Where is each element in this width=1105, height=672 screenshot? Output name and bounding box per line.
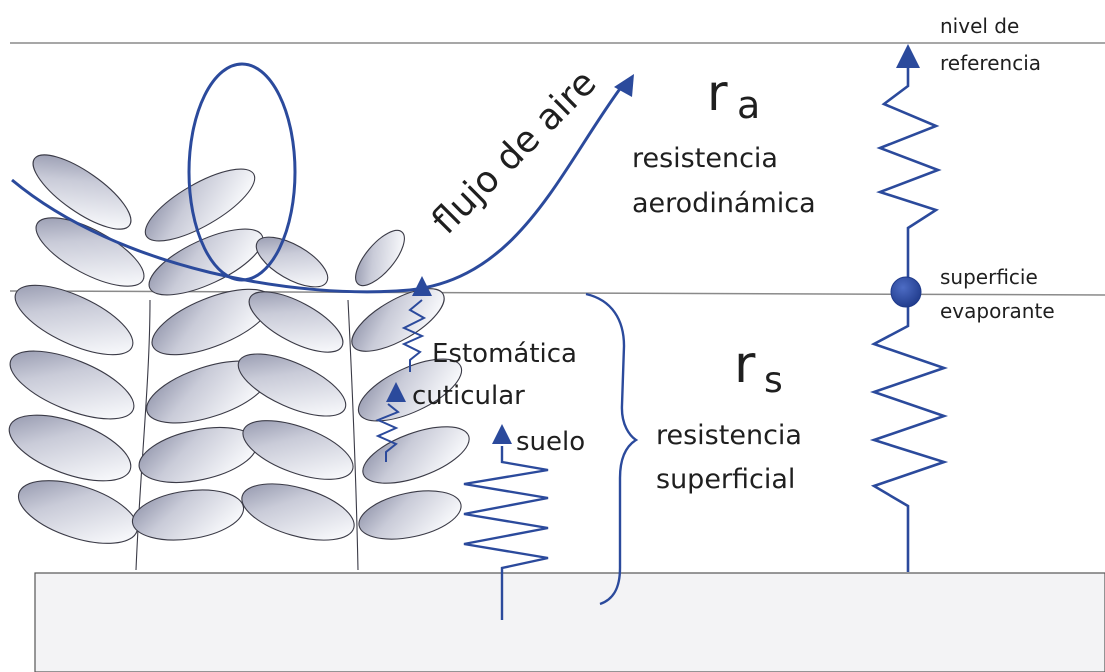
aerodynamic-resistance-label-1: resistencia bbox=[632, 143, 778, 174]
cuticular-label: cuticular bbox=[412, 381, 525, 411]
rs-symbol: r bbox=[734, 335, 756, 395]
ra-symbol: r bbox=[707, 64, 728, 122]
surface-resistor bbox=[874, 290, 944, 572]
plant-left-leaf bbox=[129, 483, 247, 546]
plant-right-leaf bbox=[355, 483, 466, 548]
evaporating-surface-label-2: evaporante bbox=[940, 299, 1055, 323]
rs-subscript: s bbox=[764, 360, 783, 401]
ground-block bbox=[35, 573, 1105, 672]
evaporating-surface-label-1: superficie bbox=[940, 265, 1038, 289]
reference-arrowhead-icon bbox=[896, 44, 920, 68]
aerodynamic-resistor bbox=[880, 66, 938, 290]
soil-arrowhead-icon bbox=[492, 424, 512, 444]
plant-left-leaf bbox=[134, 418, 262, 492]
plant-right-leaf bbox=[236, 409, 361, 492]
aerodynamic-resistance-label-2: aerodinámica bbox=[632, 188, 816, 219]
surface-resistance-label-1: resistencia bbox=[656, 420, 802, 451]
surface-resistance-label-2: superficial bbox=[656, 464, 795, 495]
reference-level-label-2: referencia bbox=[940, 51, 1041, 75]
plant-left bbox=[1, 142, 280, 570]
plant-right-leaf bbox=[236, 473, 361, 551]
stomatal-label: Estomática bbox=[432, 339, 577, 369]
ra-subscript: a bbox=[737, 83, 760, 127]
curly-brace-icon bbox=[586, 294, 636, 604]
reference-level-label-1: nivel de bbox=[940, 14, 1019, 38]
evaporating-surface-node-icon bbox=[891, 277, 921, 307]
main-resistor-chain bbox=[874, 66, 944, 572]
plant-left-leaf bbox=[11, 468, 145, 556]
soil-label: suelo bbox=[516, 427, 585, 457]
plant-right-leaf bbox=[347, 223, 412, 293]
plant-right-leaf bbox=[356, 415, 476, 495]
